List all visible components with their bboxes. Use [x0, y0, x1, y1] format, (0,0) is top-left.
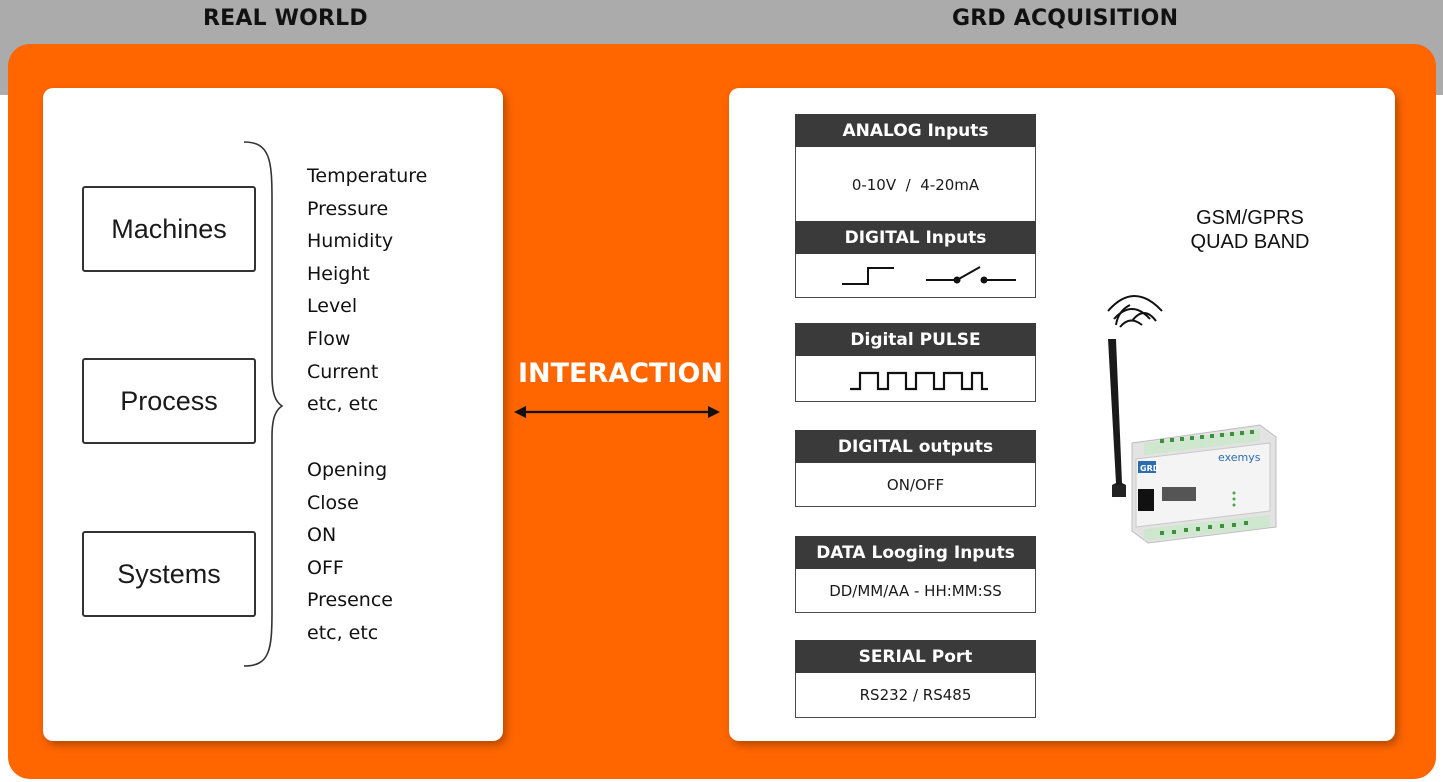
entity-box-systems: Systems — [82, 531, 256, 617]
digital-state-list: Opening Close ON OFF Presence etc, etc — [307, 454, 393, 650]
state-item: etc, etc — [307, 621, 379, 644]
card-value: 0-10V / 4-20mA — [795, 147, 1036, 224]
heading-grd-acquisition: GRD ACQUISITION — [952, 6, 1179, 31]
card-title: DATA Looging Inputs — [795, 536, 1036, 569]
variable-item: etc, etc — [307, 393, 379, 416]
entity-box-machines: Machines — [82, 186, 256, 272]
pulse-train-icon — [849, 371, 988, 390]
state-item: ON — [307, 524, 337, 547]
gsm-line: QUAD BAND — [1190, 231, 1310, 253]
entity-box-process: Process — [82, 358, 256, 444]
state-item: OFF — [307, 556, 344, 579]
card-title: DIGITAL Inputs — [795, 221, 1036, 254]
card-symbol — [795, 356, 1036, 402]
card-title: ANALOG Inputs — [795, 114, 1036, 147]
state-item: Close — [307, 491, 359, 514]
interaction-label: INTERACTION — [518, 358, 724, 389]
card-value: RS232 / RS485 — [795, 673, 1036, 718]
entity-label: Machines — [111, 213, 227, 244]
heading-real-world: REAL WORLD — [203, 6, 368, 31]
card-value-text: DD/MM/AA - HH:MM:SS — [829, 581, 1002, 600]
variable-item: Level — [307, 295, 358, 318]
variable-item: Height — [307, 262, 370, 285]
card-digital-pulse: Digital PULSE — [795, 323, 1036, 402]
card-value-text: RS232 / RS485 — [859, 686, 972, 704]
card-analog-inputs: ANALOG Inputs 0-10V / 4-20mA — [795, 114, 1036, 224]
entity-label: Systems — [117, 558, 221, 589]
variable-item: Flow — [307, 327, 351, 350]
device-brand: exemys — [1218, 451, 1261, 464]
entity-label: Process — [120, 385, 218, 416]
card-symbol — [795, 254, 1036, 298]
gsm-line: GSM/GPRS — [1196, 207, 1304, 229]
state-item: Opening — [307, 459, 388, 481]
variable-item: Current — [307, 360, 379, 383]
card-serial-port: SERIAL Port RS232 / RS485 — [795, 640, 1036, 718]
card-value-text: ON/OFF — [886, 475, 945, 494]
variable-item: Temperature — [307, 165, 428, 187]
step-and-switch-icon — [841, 265, 1016, 285]
card-value: DD/MM/AA - HH:MM:SS — [795, 569, 1036, 613]
bidirectional-arrow-icon — [514, 406, 720, 418]
curly-brace — [243, 141, 284, 667]
card-title: SERIAL Port — [795, 640, 1036, 673]
card-value: ON/OFF — [795, 463, 1036, 507]
gsm-label: GSM/GPRS QUAD BAND — [1150, 206, 1350, 254]
analog-variable-list: Temperature Pressure Humidity Height Lev… — [307, 160, 427, 421]
state-item: Presence — [307, 589, 393, 612]
card-value-text: 0-10V / 4-20mA — [851, 176, 980, 194]
card-digital-inputs: DIGITAL Inputs — [795, 221, 1036, 298]
card-title: DIGITAL outputs — [795, 430, 1036, 463]
card-data-logging-inputs: DATA Looging Inputs DD/MM/AA - HH:MM:SS — [795, 536, 1036, 613]
device-model: GRD — [1140, 464, 1160, 473]
card-digital-outputs: DIGITAL outputs ON/OFF — [795, 430, 1036, 507]
grd-device-illustration: GRD exemys — [1107, 295, 1277, 544]
card-title: Digital PULSE — [795, 323, 1036, 356]
variable-item: Pressure — [307, 197, 389, 220]
variable-item: Humidity — [307, 230, 394, 253]
